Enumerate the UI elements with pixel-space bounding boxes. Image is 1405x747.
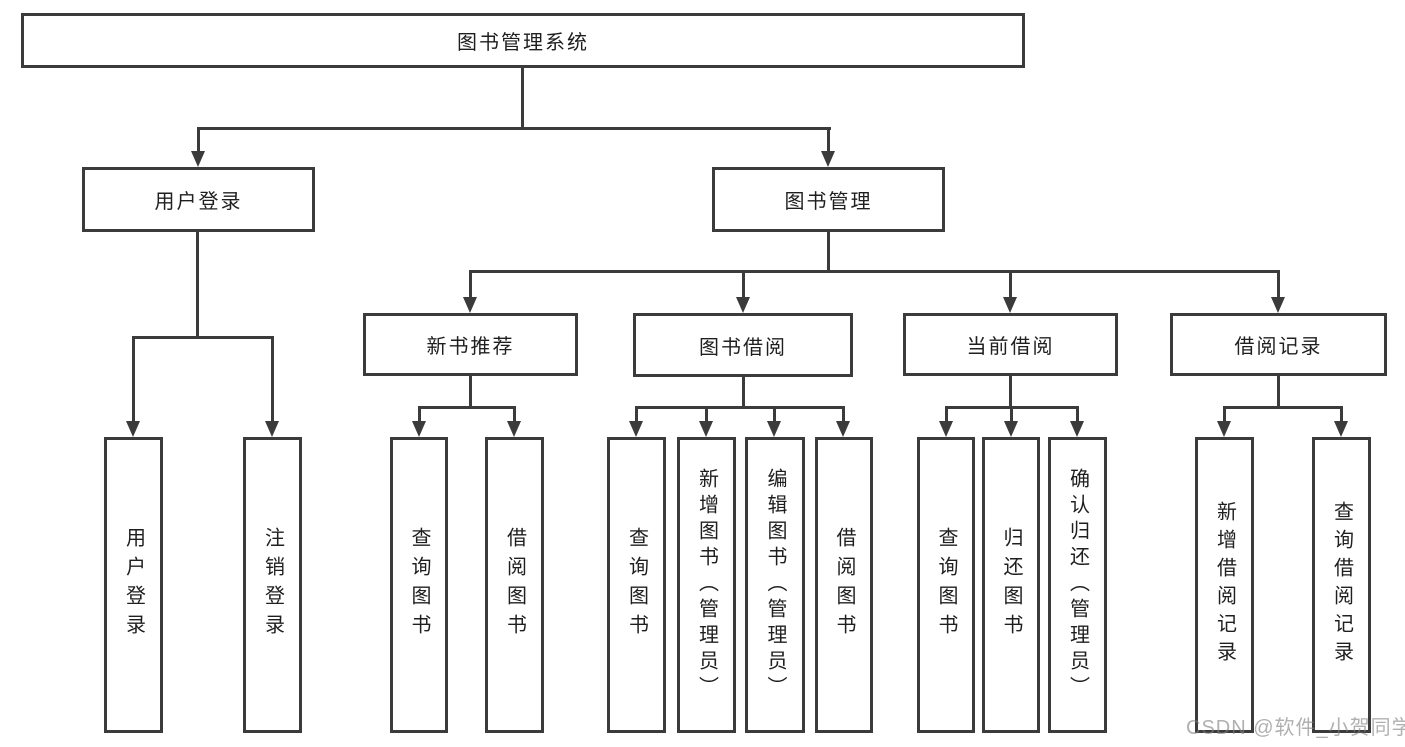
- connector-user-login-stem: [196, 232, 199, 336]
- node-current-borrow: 当前借阅: [903, 313, 1118, 376]
- connector-query-book3-drop: [945, 406, 948, 422]
- connector-borrow-record-drop: [1277, 270, 1280, 298]
- arrowhead-edit-book: [767, 421, 781, 437]
- connector-logout-drop: [271, 336, 274, 422]
- arrowhead-query-book3: [939, 421, 953, 437]
- arrowhead-borrow-record: [1271, 297, 1285, 313]
- arrowhead-user-login: [191, 151, 205, 167]
- connector-borrow-record-stem: [1277, 376, 1280, 406]
- node-leaf-edit-book-label: 编辑图书（管理员）: [764, 468, 786, 702]
- arrowhead-query-book1: [412, 421, 426, 437]
- connector-current-borrow-stem: [1009, 376, 1012, 406]
- node-leaf-edit-book: 编辑图书（管理员）: [745, 437, 805, 733]
- node-leaf-query-borrow-record: 查询借阅记录: [1312, 437, 1371, 733]
- arrowhead-add-record: [1217, 421, 1231, 437]
- arrowhead-book-borrow: [736, 297, 750, 313]
- node-borrow-record: 借阅记录: [1170, 313, 1387, 376]
- node-book-borrow-label: 图书借阅: [699, 336, 787, 359]
- connector-query-book1-drop: [418, 406, 421, 422]
- node-leaf-logout: 注销登录: [243, 437, 302, 733]
- node-leaf-query-book-recommend: 查询图书: [390, 437, 448, 733]
- node-leaf-query-book-current: 查询图书: [917, 437, 975, 733]
- connector-new-book-recommend-rail: [418, 406, 516, 409]
- node-current-borrow-label: 当前借阅: [966, 336, 1055, 358]
- connector-level2-rail: [197, 127, 831, 130]
- node-leaf-login: 用户登录: [104, 437, 163, 733]
- node-leaf-borrow-book-recommend-label: 借阅图书: [503, 527, 526, 643]
- connector-book-management-drop: [827, 127, 830, 153]
- connector-current-borrow-drop: [1009, 270, 1012, 298]
- node-leaf-query-book-borrow: 查询图书: [607, 437, 666, 733]
- connector-borrow-book1-drop: [513, 406, 516, 422]
- arrowhead-current-borrow: [1003, 297, 1017, 313]
- node-leaf-query-book-borrow-label: 查询图书: [625, 527, 648, 643]
- node-user-login-label: 用户登录: [154, 191, 243, 213]
- connector-add-record-drop: [1223, 406, 1226, 422]
- node-leaf-borrow-book-label: 借阅图书: [833, 527, 855, 643]
- node-leaf-query-book-current-label: 查询图书: [935, 527, 957, 643]
- arrowhead-new-book-recommend: [463, 297, 477, 313]
- connector-book-management-stem: [827, 232, 830, 270]
- connector-query-book2-drop: [635, 406, 638, 422]
- connector-query-record-drop: [1340, 406, 1343, 422]
- arrowhead-confirm-return: [1070, 421, 1084, 437]
- node-root-label: 图书管理系统: [457, 32, 589, 54]
- node-leaf-borrow-book: 借阅图书: [815, 437, 873, 733]
- connector-login-drop: [132, 336, 135, 422]
- connector-borrow-book2-drop: [842, 406, 845, 422]
- node-book-management: 图书管理: [712, 167, 945, 232]
- connector-book-borrow-rail: [635, 406, 845, 409]
- csdn-watermark: CSDN @软件_小贺同学: [1186, 717, 1405, 739]
- node-leaf-borrow-book-recommend: 借阅图书: [485, 437, 544, 733]
- node-leaf-confirm-return-label: 确认归还（管理员）: [1066, 468, 1089, 702]
- node-leaf-logout-label: 注销登录: [261, 527, 284, 643]
- node-leaf-query-borrow-record-label: 查询借阅记录: [1330, 501, 1353, 669]
- arrowhead-add-book: [699, 421, 713, 437]
- node-leaf-query-book-recommend-label: 查询图书: [408, 527, 430, 643]
- node-leaf-login-label: 用户登录: [122, 527, 145, 643]
- arrowhead-return-book: [1004, 421, 1018, 437]
- node-leaf-add-book-label: 新增图书（管理员）: [695, 468, 718, 702]
- arrowhead-borrow-book2: [836, 421, 850, 437]
- node-root: 图书管理系统: [21, 13, 1025, 68]
- connector-level3-rail: [469, 270, 1280, 273]
- connector-borrow-record-rail: [1223, 406, 1342, 409]
- node-leaf-add-borrow-record-label: 新增借阅记录: [1213, 501, 1236, 669]
- connector-book-borrow-drop: [742, 270, 745, 298]
- connector-new-book-recommend-drop: [469, 270, 472, 298]
- connector-root-stem: [521, 68, 524, 127]
- node-book-management-label: 图书管理: [784, 191, 873, 213]
- connector-add-book-drop: [705, 406, 708, 422]
- arrowhead-query-book2: [629, 421, 643, 437]
- node-book-borrow: 图书借阅: [633, 313, 853, 377]
- arrowhead-book-management: [821, 151, 835, 167]
- node-borrow-record-label: 借阅记录: [1234, 336, 1323, 358]
- node-user-login: 用户登录: [82, 167, 315, 232]
- connector-user-login-drop: [197, 127, 200, 153]
- node-new-book-recommend-label: 新书推荐: [426, 336, 515, 358]
- node-leaf-confirm-return: 确认归还（管理员）: [1048, 437, 1107, 733]
- node-leaf-add-book: 新增图书（管理员）: [677, 437, 736, 733]
- node-leaf-return-book: 归还图书: [982, 437, 1040, 733]
- arrowhead-query-record: [1334, 421, 1348, 437]
- connector-return-book-drop: [1010, 406, 1013, 422]
- connector-new-book-recommend-stem: [469, 376, 472, 406]
- connector-user-login-rail: [132, 336, 273, 339]
- connector-book-borrow-stem: [742, 377, 745, 406]
- connector-edit-book-drop: [773, 406, 776, 422]
- node-leaf-return-book-label: 归还图书: [1000, 527, 1022, 643]
- arrowhead-borrow-book1: [507, 421, 521, 437]
- node-new-book-recommend: 新书推荐: [363, 313, 578, 376]
- connector-confirm-return-drop: [1076, 406, 1079, 422]
- arrowhead-login: [126, 421, 140, 437]
- node-leaf-add-borrow-record: 新增借阅记录: [1195, 437, 1254, 733]
- arrowhead-logout: [265, 421, 279, 437]
